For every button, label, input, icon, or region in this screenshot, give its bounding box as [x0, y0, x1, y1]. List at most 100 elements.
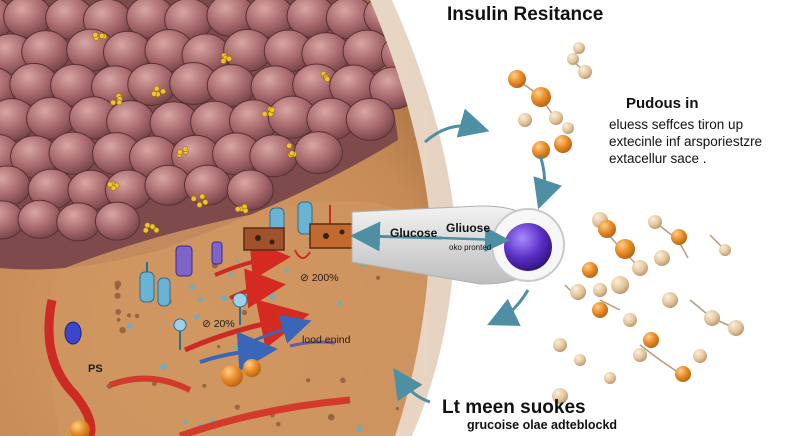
- glucose-beige: [573, 42, 585, 54]
- side-panel-line: extacellur sace .: [609, 151, 707, 166]
- granule: [110, 184, 117, 191]
- speck: [160, 363, 168, 371]
- speck: [134, 313, 140, 319]
- glucose-beige: [562, 122, 574, 134]
- speck: [244, 273, 250, 279]
- granule: [261, 111, 268, 117]
- transporter-boxes: [243, 223, 357, 251]
- speck: [306, 378, 311, 383]
- granule: [116, 99, 123, 106]
- granule: [286, 142, 293, 149]
- glucose-orange: [592, 302, 608, 318]
- blood-label: lood enind: [302, 334, 351, 346]
- speck: [261, 267, 265, 271]
- speck: [114, 292, 121, 299]
- granule: [288, 150, 295, 157]
- glucose-beige: [693, 349, 707, 363]
- glucose-beige: [549, 111, 563, 125]
- speck: [115, 308, 122, 315]
- glucose-beige: [728, 320, 744, 336]
- molecule-bond: [599, 299, 621, 311]
- arrow-upper: [424, 108, 490, 144]
- glucose-label-right: Gliuose: [446, 221, 491, 235]
- glucose-beige: [567, 53, 579, 65]
- glucose-beige: [648, 215, 662, 229]
- glucose-orange: [508, 70, 526, 88]
- cell: [94, 201, 140, 241]
- glucose-beige: [704, 310, 720, 326]
- speck: [275, 421, 281, 427]
- speck: [284, 268, 290, 274]
- cell: [345, 97, 395, 141]
- arrow-bottom: [393, 368, 431, 404]
- granule: [182, 146, 189, 153]
- glucose-orange: [643, 332, 659, 348]
- granule: [324, 76, 331, 82]
- glucose-orange: [531, 87, 551, 107]
- molecule-bond: [639, 344, 661, 361]
- glucose-beige: [570, 284, 586, 300]
- granule: [144, 222, 151, 229]
- speck: [269, 293, 276, 300]
- speck: [126, 323, 133, 330]
- speck: [395, 407, 400, 411]
- granule: [142, 227, 149, 234]
- speck: [197, 296, 203, 302]
- granule-dots: [92, 32, 331, 234]
- channel-note: oko pronted: [449, 243, 492, 252]
- glucose-beige: [719, 244, 731, 256]
- insulin-receptors: [64, 201, 313, 350]
- glucose-orange: [615, 239, 635, 259]
- glucose-flow-arrow: [350, 221, 443, 252]
- speck: [234, 258, 239, 263]
- cell: [226, 169, 274, 211]
- granule: [177, 149, 183, 155]
- glucose-orange: [598, 220, 616, 238]
- speck: [340, 377, 346, 384]
- cell: [48, 131, 98, 175]
- side-panel-text: eluess seffces tiron up extecinle inf ar…: [609, 116, 762, 167]
- cell-cluster: [0, 0, 430, 242]
- speck: [228, 272, 234, 277]
- glucose-beige: [604, 372, 616, 384]
- cell: [17, 199, 63, 239]
- insulin-molecule: [504, 223, 552, 271]
- speck: [189, 284, 196, 290]
- side-panel-line: extecinle inf arsporiestzre: [609, 134, 763, 149]
- vessel-lower: [178, 396, 351, 436]
- granule: [199, 193, 206, 200]
- glucose-beige: [633, 348, 647, 362]
- percent-label-lower: ⊘ 20%: [202, 318, 235, 330]
- speck: [114, 280, 122, 288]
- cell: [127, 62, 177, 106]
- glucose-molecules: [508, 42, 744, 404]
- speck: [194, 314, 200, 320]
- glucose-beige: [552, 388, 568, 404]
- granule: [269, 107, 276, 113]
- glucose-orange: [675, 366, 691, 382]
- granule: [153, 227, 160, 234]
- glucose-label-left: Glucose: [390, 226, 438, 240]
- glucose-beige: [578, 65, 592, 79]
- glucose-beige: [623, 313, 637, 327]
- speck: [376, 275, 381, 280]
- speck: [151, 381, 157, 387]
- arrow-lower: [487, 289, 530, 326]
- granule: [220, 58, 227, 64]
- percent-label-upper: ⊘ 200%: [300, 272, 339, 284]
- granule: [110, 99, 117, 106]
- speck: [119, 326, 126, 334]
- granule: [107, 181, 113, 188]
- glucose-orange: [582, 262, 598, 278]
- glucose-beige: [593, 283, 607, 297]
- arrow-down: [533, 154, 562, 210]
- speck: [356, 426, 363, 433]
- granule: [92, 32, 99, 38]
- cell: [56, 202, 102, 242]
- side-panel-line: eluess seffces tiron up: [609, 117, 744, 132]
- glucose-beige: [611, 276, 629, 294]
- glucose-beige: [574, 354, 586, 366]
- speck: [337, 300, 343, 306]
- granule: [226, 55, 233, 62]
